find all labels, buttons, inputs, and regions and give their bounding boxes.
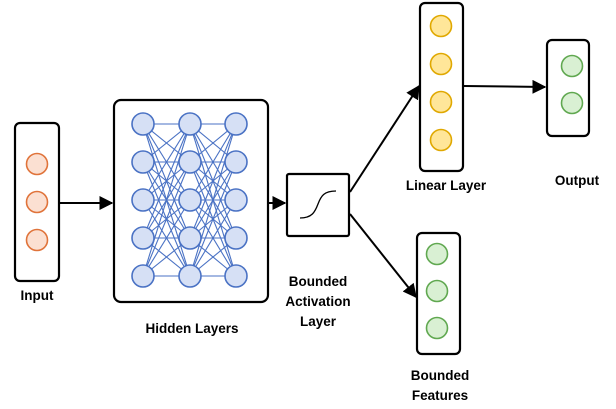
hidden-connection [189,199,237,277]
arrow-activation-to-features [349,213,417,299]
activation-label-line1: Bounded [289,274,348,289]
hidden-connection [189,123,237,201]
feature-node [425,316,449,340]
feature-nodes [425,242,449,340]
hidden-node [178,112,202,136]
hidden-connection [142,161,191,277]
hidden-nodes [131,112,248,288]
feature-node [425,279,449,303]
activation-label-line3: Layer [300,314,337,329]
hidden-node [224,188,248,212]
features-label-line1: Bounded [411,368,470,383]
arrow-activation-to-linear [349,84,420,193]
input-label: Input [21,288,54,303]
input-layer [13,121,61,283]
sigmoid-curve-icon [299,190,337,219]
hidden-node [224,150,248,174]
output-layer [545,38,591,138]
output-node [560,91,584,115]
hidden-node [178,188,202,212]
linear-node [429,52,453,76]
activation-label-line2: Activation [285,294,350,309]
features-label-line2: Features [412,388,468,403]
output-node [560,54,584,78]
hidden-layers-label: Hidden Layers [145,321,238,336]
arrow-linear-to-output [463,79,547,94]
linear-node [429,90,453,114]
feature-node [425,242,449,266]
input-node [25,228,49,252]
hidden-connection [189,161,237,277]
linear-layer [418,1,465,173]
hidden-node [224,264,248,288]
linear-layer-label: Linear Layer [406,178,487,193]
hidden-node [178,150,202,174]
hidden-node [131,226,155,250]
hidden-node [131,188,155,212]
hidden-node [224,226,248,250]
hidden-connection [189,123,237,277]
bounded-features [415,231,462,356]
hidden-connection [142,123,191,239]
input-node [25,190,49,214]
output-box [545,38,591,138]
linear-node [429,128,453,152]
hidden-node [178,226,202,250]
hidden-node [178,264,202,288]
linear-node [429,14,453,38]
output-label: Output [555,173,600,188]
linear-layer-box [418,1,465,173]
hidden-connection [189,123,237,239]
hidden-connection [142,199,191,277]
input-nodes [25,152,49,252]
hidden-connection [142,123,191,277]
hidden-node [131,264,155,288]
hidden-layers [112,98,270,304]
linear-nodes [429,14,453,152]
output-nodes [560,54,584,115]
hidden-node [224,112,248,136]
hidden-node [131,150,155,174]
bounded-activation-layer [285,172,351,238]
input-node [25,152,49,176]
hidden-node [131,112,155,136]
hidden-connection [142,123,191,201]
